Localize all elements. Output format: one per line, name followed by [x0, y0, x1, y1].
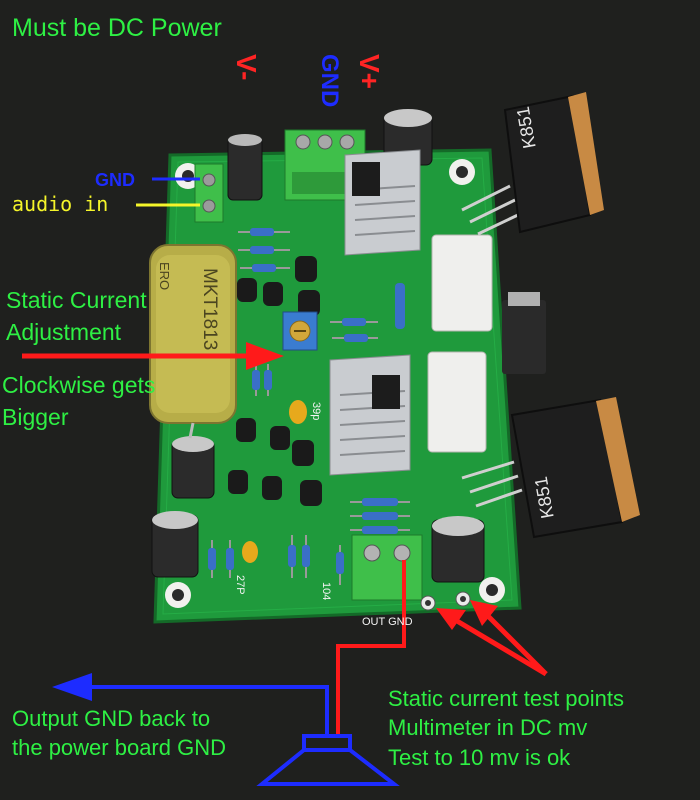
terminal-screw — [339, 134, 355, 150]
clockwise-note: Clockwise gets Bigger — [2, 372, 155, 431]
gnd-power-label: GND — [316, 54, 343, 108]
output-gnd-arrow-head — [52, 673, 92, 701]
resistor-bodies — [208, 228, 405, 574]
cap-27p-silkscreen: 27P — [234, 575, 246, 595]
terminal-screw — [202, 173, 216, 187]
test-line1: Static current test points — [388, 686, 624, 711]
ceramic-resistor — [431, 234, 493, 332]
capacitor-top — [152, 511, 198, 529]
cap-39p-silkscreen: 39p — [310, 402, 322, 421]
out-gnd-silkscreen: OUT GND — [362, 616, 413, 628]
capacitor-top — [172, 436, 214, 452]
terminal-screw — [317, 134, 333, 150]
heatsink — [329, 354, 411, 476]
gnd-input-label: GND — [95, 170, 135, 190]
tantalum-capacitor — [289, 400, 307, 424]
output-positive-wire — [336, 560, 406, 736]
test-point-center — [460, 596, 466, 602]
mount-hole-center — [456, 166, 468, 178]
test-line2: Multimeter in DC mv — [388, 715, 588, 741]
test-line3: Test to 10 mv is ok — [388, 744, 571, 770]
clockwise-line1: Clockwise gets — [2, 372, 156, 398]
clockwise-line2: Bigger — [2, 404, 69, 431]
test-point-arrow-head — [436, 608, 466, 630]
mount-hole-center — [172, 589, 184, 601]
transistor-to220 — [502, 300, 546, 374]
electrolytic-capacitor — [227, 137, 263, 201]
static-current-adjustment-label: Static Current Adjustment — [6, 287, 147, 346]
terminal-screw — [295, 134, 311, 150]
power-transistor-top — [461, 92, 604, 236]
static-current-arrow-head — [246, 342, 284, 370]
terminal-screw — [363, 544, 381, 562]
transistor-tab — [508, 292, 540, 306]
static-current-line1: Static Current — [6, 287, 147, 313]
output-terminal-block — [351, 534, 423, 601]
driver-transistor — [372, 375, 400, 409]
v-plus-label: V+ — [354, 54, 385, 90]
cap-104-silkscreen: 104 — [320, 582, 332, 601]
capacitor-lead — [188, 422, 195, 439]
tantalum-capacitor — [242, 541, 258, 563]
film-capacitor-highlight — [156, 255, 230, 413]
test-point-center — [425, 600, 431, 606]
capacitor-top — [384, 109, 432, 127]
test-points-note: Static current test points Multimeter in… — [388, 686, 624, 770]
input-terminal-block — [194, 163, 224, 223]
terminal-screw — [202, 199, 216, 213]
output-line1: Output GND back to — [12, 706, 211, 731]
terminal-screw — [393, 544, 411, 562]
capacitor-top — [432, 516, 484, 536]
test-point-arrow-line — [484, 612, 548, 676]
output-gnd-note: Output GND back to the power board GND — [12, 706, 226, 761]
audio-in-label: audio in — [12, 192, 109, 216]
speaker-symbol-cone — [256, 748, 400, 786]
output-gnd-wire — [88, 685, 329, 736]
mount-hole-center — [486, 584, 498, 596]
output-line2: the power board GND — [12, 735, 226, 761]
static-current-line2: Adjustment — [6, 319, 122, 346]
terminal-openings — [292, 172, 358, 194]
film-capacitor-brand: ERO — [157, 262, 172, 291]
driver-transistor — [352, 162, 380, 196]
capacitor-top — [228, 134, 262, 146]
small-transistors — [228, 256, 322, 506]
power-transistor-bottom — [461, 397, 640, 539]
test-point-arrow-line — [450, 615, 548, 677]
ceramic-resistor — [427, 351, 487, 453]
film-capacitor-model: MKT1813 — [199, 268, 220, 351]
test-point-arrow-head — [470, 600, 498, 626]
v-minus-label: V- — [231, 54, 262, 81]
dc-power-note: Must be DC Power — [12, 14, 222, 42]
